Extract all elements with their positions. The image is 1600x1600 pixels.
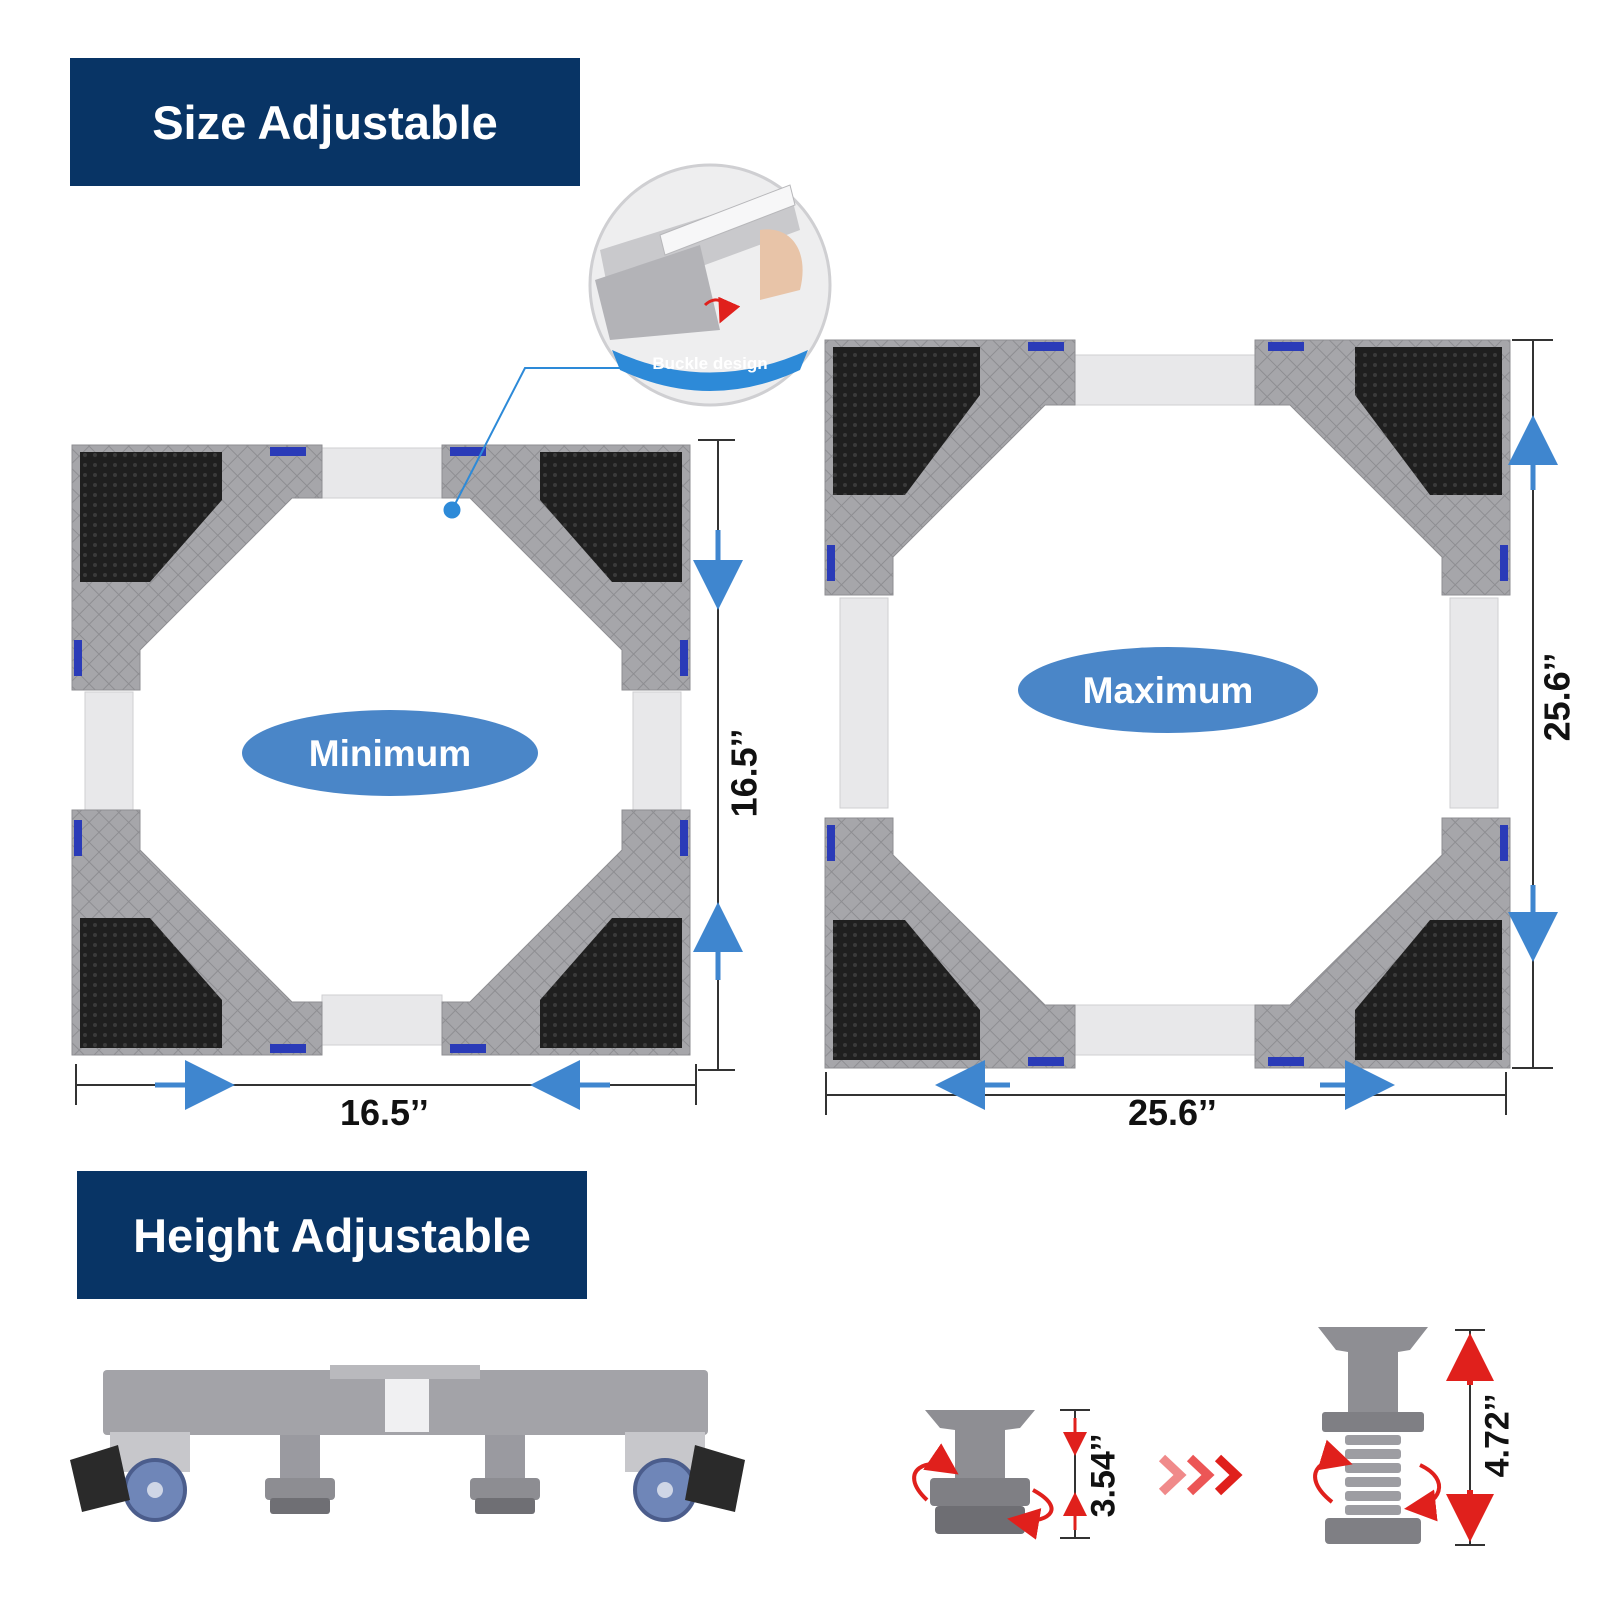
corner-pad (71, 809, 323, 1056)
maximum-badge: Maximum (1018, 647, 1318, 733)
height-adjustable-title: Height Adjustable (133, 1208, 531, 1262)
maximum-label: Maximum (1083, 670, 1254, 711)
progression-chevrons (1158, 1454, 1243, 1496)
minimum-depth-label: 16.5’’ (723, 728, 765, 818)
maximum-dimensions (825, 339, 1558, 1115)
lowest-height-label: 3.54’’ (1084, 1433, 1123, 1518)
maximum-width-label: 25.6’’ (1128, 1092, 1217, 1133)
buckle-detail-callout: Buckle design (451, 163, 832, 511)
corner-pad (441, 809, 691, 1056)
corner-pad (1254, 817, 1511, 1069)
minimum-width-label: 16.5’’ (340, 1092, 429, 1133)
maximum-frame (824, 339, 1511, 1069)
minimum-badge: Minimum (242, 710, 538, 796)
foot-highest (1313, 1327, 1494, 1546)
minimum-dimensions (75, 439, 743, 1110)
minimum-label: Minimum (309, 733, 471, 774)
corner-pad (1254, 339, 1511, 596)
corner-pad (441, 444, 691, 691)
stand-side-view (70, 1365, 745, 1522)
buckle-design-label: Buckle design (652, 354, 767, 373)
size-adjustable-banner: Size Adjustable (70, 58, 580, 186)
height-adjustable-banner: Height Adjustable (77, 1171, 587, 1299)
corner-pad (71, 444, 323, 691)
corner-pad (824, 339, 1076, 596)
foot-lowest (912, 1409, 1090, 1540)
size-adjustable-title: Size Adjustable (152, 95, 498, 149)
highest-height-label: 4.72’’ (1478, 1393, 1517, 1478)
minimum-frame (71, 444, 691, 1056)
maximum-depth-label: 25.6’’ (1536, 652, 1578, 742)
corner-pad (824, 817, 1076, 1069)
